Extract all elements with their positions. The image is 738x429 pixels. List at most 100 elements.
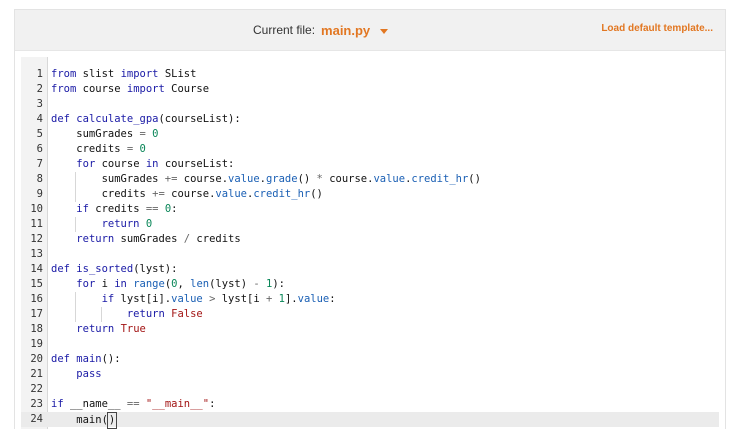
code-token: __name__ <box>63 398 127 410</box>
code-line[interactable]: 18 return True <box>21 322 719 337</box>
code-token: > <box>209 293 216 305</box>
code-token: () <box>297 173 317 185</box>
code-token: += <box>164 173 178 185</box>
code-token: from <box>51 83 77 95</box>
code-line[interactable]: 12 return sumGrades / credits <box>21 232 719 247</box>
code-token <box>51 218 102 230</box>
line-number: 4 <box>36 113 43 125</box>
code-text[interactable]: return sumGrades / credits <box>51 232 240 247</box>
line-number: 12 <box>30 233 43 245</box>
code-line[interactable]: 6 credits = 0 <box>21 142 719 157</box>
line-number-gutter <box>21 57 48 429</box>
code-line[interactable]: 22 <box>21 382 719 397</box>
current-file-name[interactable]: main.py <box>321 22 371 38</box>
code-line[interactable]: 21 pass <box>21 367 719 382</box>
code-token: if <box>101 293 115 305</box>
code-line[interactable]: 15 for i in range(0, len(lyst) - 1): <box>21 277 719 292</box>
indent-guide <box>100 307 102 322</box>
code-token: course. <box>177 173 229 185</box>
code-text[interactable]: if lyst[i].value > lyst[i + 1].value: <box>51 292 336 307</box>
code-token: 0 <box>164 203 172 215</box>
code-text[interactable]: pass <box>51 367 101 382</box>
code-token: if <box>76 203 89 215</box>
code-token: : <box>209 398 216 410</box>
code-token: sumGrades <box>51 173 165 185</box>
code-text[interactable]: if credits == 0: <box>51 202 177 217</box>
code-token: for <box>76 158 96 170</box>
chevron-down-icon[interactable] <box>380 28 389 34</box>
code-line[interactable]: 7 for course in courseList: <box>21 157 719 172</box>
code-text[interactable]: from slist import SList <box>51 67 196 82</box>
code-text[interactable]: def main(): <box>51 352 121 367</box>
code-token: slist <box>76 68 121 80</box>
code-line[interactable]: 24 main() <box>21 412 719 429</box>
code-line[interactable]: 11 return 0 <box>21 217 719 232</box>
code-line[interactable]: 4 def calculate_gpa(courseList): <box>21 112 719 127</box>
code-token: 0 <box>171 278 178 290</box>
code-token: 1 <box>266 278 273 290</box>
line-number: 6 <box>36 143 43 155</box>
indent-guide <box>75 217 77 232</box>
code-text[interactable]: from course import Course <box>51 82 209 97</box>
code-token: () <box>310 188 323 200</box>
code-text[interactable]: sumGrades += course.value.grade() * cour… <box>51 172 481 187</box>
code-token: True <box>120 323 146 335</box>
code-text[interactable]: main() <box>51 412 118 429</box>
line-number: 7 <box>36 158 43 170</box>
current-file-selector[interactable]: Current file: main.py <box>253 21 389 39</box>
line-number: 20 <box>30 353 43 365</box>
code-text[interactable]: def is_sorted(lyst): <box>51 262 177 277</box>
code-token: in <box>145 158 159 170</box>
code-line[interactable]: 10 if credits == 0: <box>21 202 719 217</box>
code-token: (lyst) <box>209 278 254 290</box>
code-line[interactable]: 8 sumGrades += course.value.grade() * co… <box>21 172 719 187</box>
code-line[interactable]: 20 def main(): <box>21 352 719 367</box>
code-token: for <box>76 278 96 290</box>
code-text[interactable]: if __name__ == "__main__": <box>51 397 215 412</box>
code-token: credits <box>88 203 146 215</box>
code-text[interactable]: credits = 0 <box>51 142 146 157</box>
code-token: 1 <box>278 293 285 305</box>
code-line[interactable]: 3 <box>21 97 719 112</box>
code-token: course <box>95 158 146 170</box>
code-line[interactable]: 16 if lyst[i].value > lyst[i + 1].value: <box>21 292 719 307</box>
code-token <box>51 203 76 215</box>
code-text[interactable]: return True <box>51 322 146 337</box>
code-token: lyst[i]. <box>114 293 172 305</box>
line-number: 11 <box>30 218 43 230</box>
code-text[interactable]: sumGrades = 0 <box>51 127 159 142</box>
code-line[interactable]: 9 credits += course.value.credit_hr() <box>21 187 719 202</box>
code-token: if <box>51 398 64 410</box>
code-token: SList <box>158 68 197 80</box>
code-token: 0 <box>152 128 159 140</box>
code-text[interactable]: credits += course.value.credit_hr() <box>51 187 323 202</box>
code-line[interactable]: 19 <box>21 337 719 352</box>
code-line[interactable]: 5 sumGrades = 0 <box>21 127 719 142</box>
code-token: in <box>114 278 127 290</box>
code-token: return <box>76 323 115 335</box>
code-text[interactable]: return 0 <box>51 217 153 232</box>
code-line[interactable]: 14 def is_sorted(lyst): <box>21 262 719 277</box>
code-text[interactable]: for course in courseList: <box>51 157 234 172</box>
code-token: = <box>139 128 146 140</box>
code-token: value <box>297 293 330 305</box>
code-token: return <box>126 308 165 320</box>
code-token: sumGrades <box>51 128 140 140</box>
load-default-template-button[interactable]: Load default template... <box>601 23 713 34</box>
code-token: return <box>76 233 115 245</box>
code-line[interactable]: 17 return False <box>21 307 719 322</box>
line-number: 14 <box>30 263 43 275</box>
code-token: . <box>405 173 412 185</box>
current-file-label: Current file: <box>253 23 316 37</box>
code-token <box>51 233 76 245</box>
code-line[interactable]: 13 <box>21 247 719 262</box>
code-text[interactable]: for i in range(0, len(lyst) - 1): <box>51 277 285 292</box>
code-text[interactable]: return False <box>51 307 203 322</box>
code-text[interactable]: def calculate_gpa(courseList): <box>51 112 241 127</box>
code-token: 0 <box>139 143 146 155</box>
